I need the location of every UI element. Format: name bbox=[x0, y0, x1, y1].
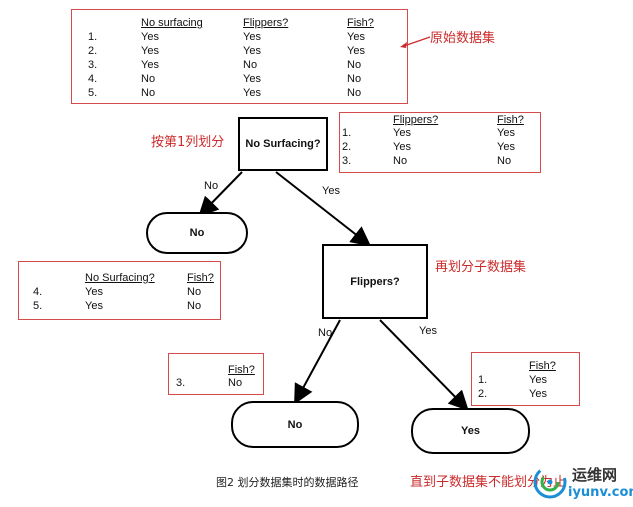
cell: No bbox=[393, 155, 408, 167]
watermark-name: 运维网 bbox=[572, 466, 618, 484]
split-yes-box: Flippers? Fish? 1. Yes Yes 2. Yes Yes 3.… bbox=[339, 112, 541, 173]
original-dataset-box: No surfacing Flippers? Fish? 1. Yes Yes … bbox=[71, 9, 408, 104]
row-index: 1. bbox=[88, 31, 98, 43]
header-fish: Fish? bbox=[228, 364, 255, 376]
cell: Yes bbox=[141, 59, 159, 71]
edge-flippers-yes bbox=[379, 319, 469, 411]
edge-label-flippers-no: No bbox=[318, 327, 333, 339]
annotation-until-unsplittable: 直到子数据集不能划分为止 bbox=[410, 475, 567, 490]
cell: Yes bbox=[347, 45, 365, 57]
cell: Yes bbox=[243, 45, 261, 57]
node-label: Yes bbox=[461, 425, 480, 437]
leaf-no-table: Fish? 3. No bbox=[169, 354, 265, 396]
cell: Yes bbox=[497, 127, 515, 139]
header-no-surfacing: No surfacing bbox=[141, 17, 203, 29]
leaf-node-flippers-no: No bbox=[231, 401, 359, 448]
row-index: 1. bbox=[478, 374, 488, 386]
node-label: No bbox=[287, 418, 303, 431]
annotation-original-dataset: 原始数据集 bbox=[430, 31, 496, 46]
annotation-arrow-icon bbox=[400, 36, 431, 48]
figure-caption: 图2 划分数据集时的数据路径 bbox=[216, 476, 359, 489]
node-no-surfacing: No Surfacing? bbox=[238, 117, 328, 171]
header-no-surfacing: No Surfacing? bbox=[85, 272, 155, 284]
cell: No bbox=[141, 87, 156, 99]
cell: No bbox=[228, 377, 243, 389]
cell: No bbox=[187, 286, 202, 298]
edge-root-yes bbox=[275, 171, 372, 247]
header-fish: Fish? bbox=[347, 17, 374, 29]
swirl-logo-icon bbox=[533, 465, 567, 499]
cell: Yes bbox=[393, 127, 411, 139]
cell: No bbox=[497, 155, 512, 167]
header-fish: Fish? bbox=[497, 114, 524, 126]
row-index: 4. bbox=[88, 73, 98, 85]
leaf-node-flippers-yes: Yes bbox=[411, 408, 530, 454]
cell: No bbox=[347, 73, 362, 85]
cell: No bbox=[243, 59, 258, 71]
leaf-yes-table: Fish? 1. Yes 2. Yes bbox=[472, 353, 581, 407]
split-no-table: No Surfacing? Fish? 4. Yes No 5. Yes No bbox=[19, 262, 222, 321]
header-flippers: Flippers? bbox=[393, 114, 439, 126]
cell: No bbox=[347, 87, 362, 99]
header-fish: Fish? bbox=[187, 272, 214, 284]
row-index: 2. bbox=[478, 388, 488, 400]
row-index: 2. bbox=[342, 141, 352, 153]
annotation-resplit: 再划分子数据集 bbox=[435, 260, 527, 275]
header-flippers: Flippers? bbox=[243, 17, 289, 29]
cell: Yes bbox=[85, 286, 103, 298]
edge-root-no bbox=[198, 171, 243, 217]
edge-label-root-yes: Yes bbox=[322, 185, 340, 197]
row-index: 3. bbox=[88, 59, 98, 71]
cell: No bbox=[187, 300, 202, 312]
cell: Yes bbox=[141, 31, 159, 43]
cell: Yes bbox=[243, 87, 261, 99]
cell: Yes bbox=[529, 374, 547, 386]
row-index: 3. bbox=[342, 155, 352, 167]
header-fish: Fish? bbox=[529, 360, 556, 372]
split-yes-table: Flippers? Fish? 1. Yes Yes 2. Yes Yes 3.… bbox=[340, 113, 542, 174]
node-label: No bbox=[189, 227, 205, 239]
node-label: Flippers? bbox=[350, 275, 400, 288]
cell: No bbox=[141, 73, 156, 85]
split-no-box: No Surfacing? Fish? 4. Yes No 5. Yes No bbox=[18, 261, 221, 320]
cell: Yes bbox=[85, 300, 103, 312]
original-dataset-table: No surfacing Flippers? Fish? 1. Yes Yes … bbox=[72, 10, 409, 105]
cell: No bbox=[347, 59, 362, 71]
cell: Yes bbox=[529, 388, 547, 400]
leaf-yes-box: Fish? 1. Yes 2. Yes bbox=[471, 352, 580, 406]
row-index: 1. bbox=[342, 127, 352, 139]
cell: Yes bbox=[347, 31, 365, 43]
watermark: 运维网 iyunv.com bbox=[530, 458, 633, 507]
annotation-split-by-column1: 按第1列划分 bbox=[151, 135, 225, 150]
row-index: 3. bbox=[176, 377, 186, 389]
edge-label-flippers-yes: Yes bbox=[419, 325, 437, 337]
cell: Yes bbox=[141, 45, 159, 57]
edge-label-root-no: No bbox=[204, 180, 219, 192]
cell: Yes bbox=[243, 31, 261, 43]
cell: Yes bbox=[393, 141, 411, 153]
watermark-url: iyunv.com bbox=[568, 485, 633, 500]
edge-flippers-no bbox=[294, 319, 341, 405]
row-index: 2. bbox=[88, 45, 98, 57]
node-label: No Surfacing? bbox=[245, 138, 321, 150]
node-flippers: Flippers? bbox=[322, 244, 428, 319]
row-index: 5. bbox=[88, 87, 98, 99]
cell: Yes bbox=[497, 141, 515, 153]
row-index: 5. bbox=[33, 300, 43, 312]
row-index: 4. bbox=[33, 286, 43, 298]
leaf-node-no: No bbox=[146, 212, 248, 254]
cell: Yes bbox=[243, 73, 261, 85]
leaf-no-box: Fish? 3. No bbox=[168, 353, 264, 395]
